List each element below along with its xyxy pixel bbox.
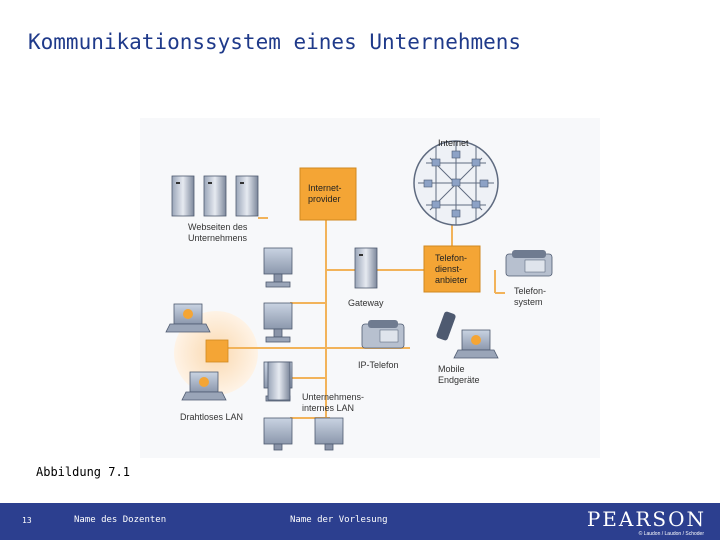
phone-system-icon — [505, 250, 553, 277]
telco-label-1: Telefon- — [435, 253, 467, 263]
footer-bar: 13 Name des Dozenten Name der Vorlesung … — [0, 503, 720, 540]
websites-label-1: Webseiten des — [188, 222, 248, 232]
telco-label-3: anbieter — [435, 275, 468, 285]
mobile-phone-icon — [436, 311, 456, 341]
wlan-access-point — [205, 339, 229, 363]
laptop-icon — [165, 303, 211, 333]
network-diagram: Internet Internet- provider Webseiten de… — [140, 118, 600, 458]
laptop-icon — [453, 329, 499, 359]
desktop-pc-icon — [263, 417, 293, 451]
web-servers-icon — [171, 175, 259, 217]
ip-phone-label: IP-Telefon — [358, 360, 399, 370]
websites-label-2: Unternehmens — [188, 233, 248, 243]
provider-label-2: provider — [308, 194, 341, 204]
copyright-text: © Laudon / Laudon / Schoder — [638, 531, 704, 537]
pearson-logo: PEARSON — [586, 507, 706, 531]
ip-phone-icon — [361, 320, 405, 349]
page-number: 13 — [22, 516, 32, 525]
telco-label-2: dienst- — [435, 264, 462, 274]
mobile-label-2: Endgeräte — [438, 375, 480, 385]
lecturer-name: Name des Dozenten — [74, 515, 167, 525]
lan-server-icon — [267, 361, 291, 401]
desktop-pc-icon — [263, 302, 293, 343]
desktop-pc-icon — [314, 417, 344, 451]
mobile-label-1: Mobile — [438, 364, 465, 374]
gateway-label: Gateway — [348, 298, 384, 308]
lan-label-1: Unternehmens- — [302, 392, 364, 402]
figure-caption: Abbildung 7.1 — [36, 465, 130, 479]
internet-cloud-icon — [413, 140, 499, 226]
slide-title: Kommunikationssystem eines Unternehmens — [28, 30, 522, 54]
lecture-name: Name der Vorlesung — [290, 515, 388, 525]
lan-label-2: internes LAN — [302, 403, 354, 413]
phone-system-label-2: system — [514, 297, 543, 307]
internet-label: Internet — [438, 138, 469, 148]
internet-provider-box — [299, 167, 357, 221]
telco-provider-box — [423, 245, 481, 293]
provider-label-1: Internet- — [308, 183, 342, 193]
phone-system-label-1: Telefon- — [514, 286, 546, 296]
gateway-server-icon — [354, 247, 378, 289]
laptop-icon — [181, 371, 227, 401]
wlan-label: Drahtloses LAN — [180, 412, 243, 422]
desktop-pc-icon — [263, 247, 293, 288]
